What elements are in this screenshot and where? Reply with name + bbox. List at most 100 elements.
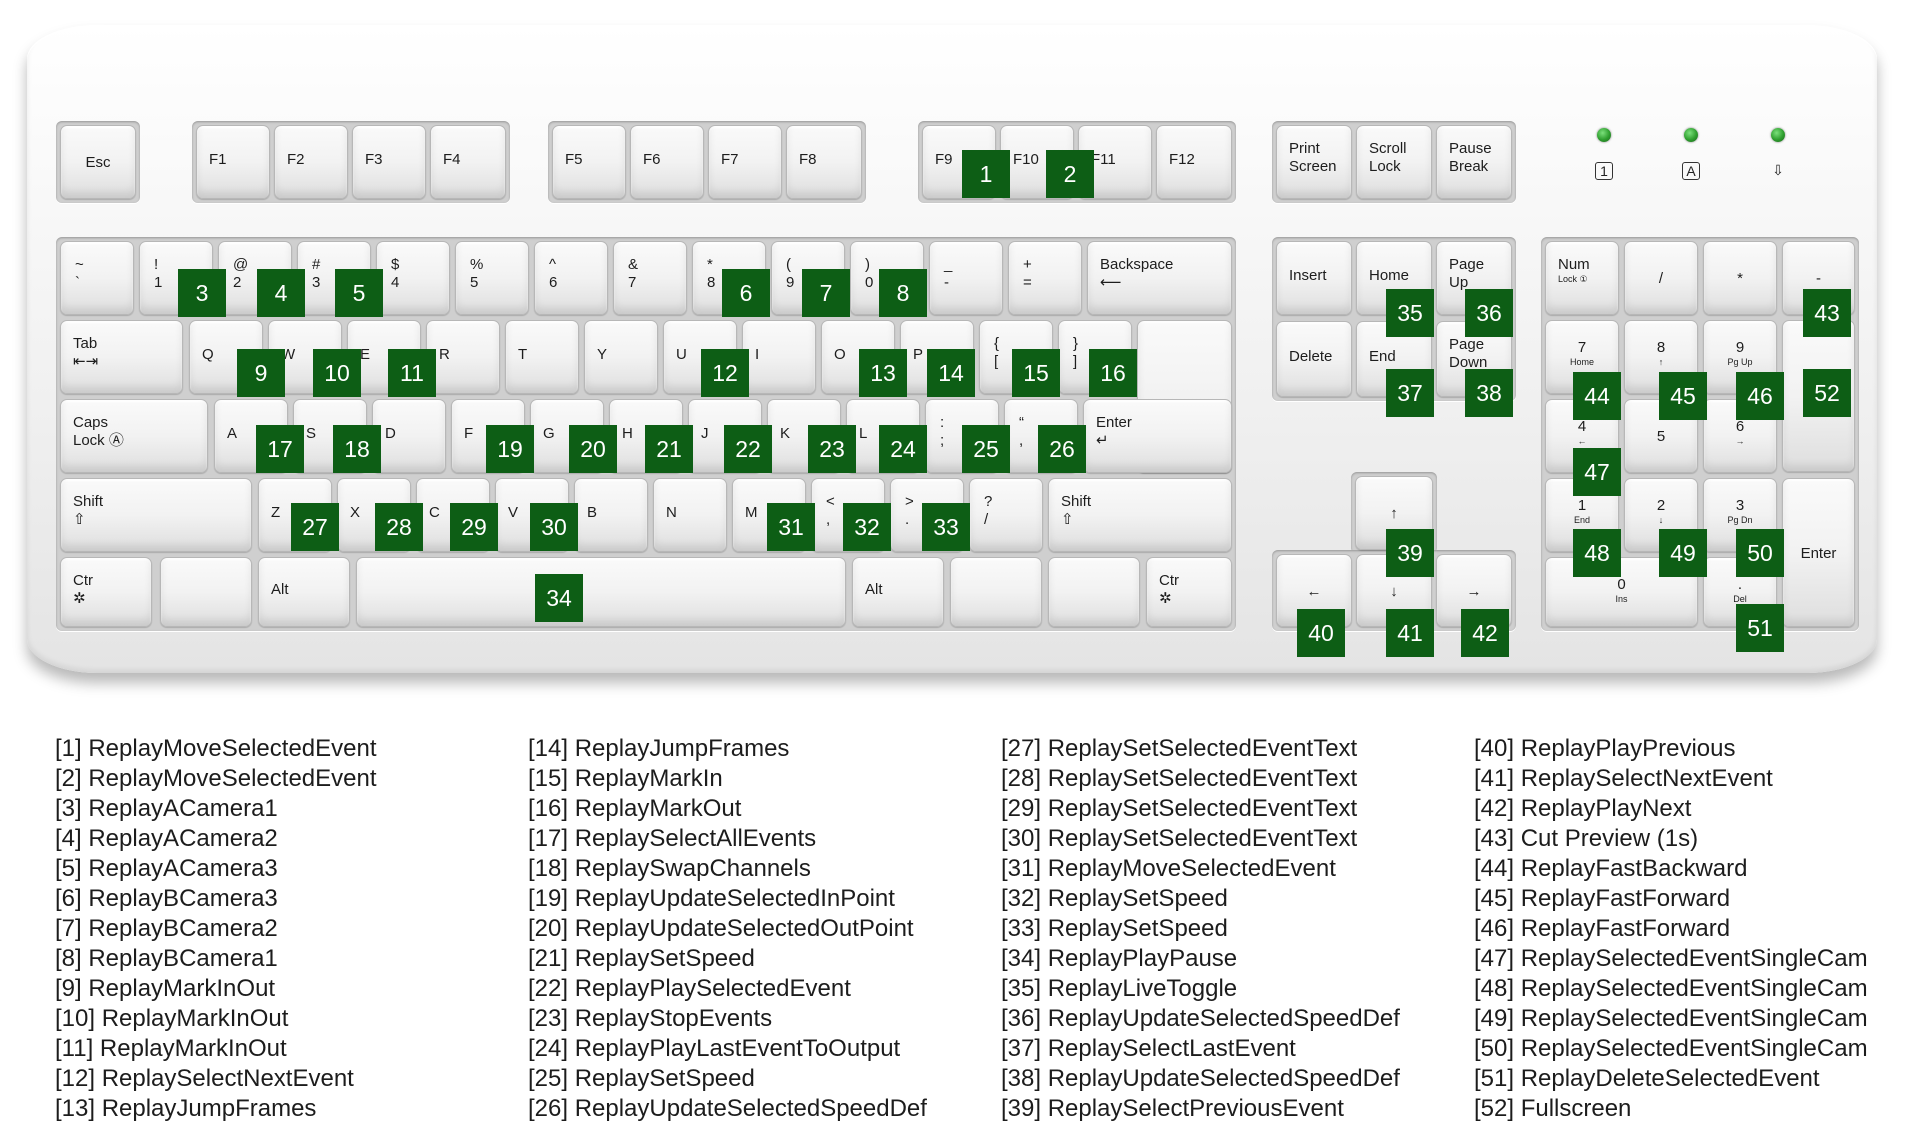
legend-column-2: [14] ReplayJumpFrames[15] ReplayMarkIn[1… [528, 734, 998, 1124]
key-num-star[interactable]: * [1703, 241, 1777, 315]
key-f7[interactable]: F7 [708, 125, 782, 199]
key-label: . [905, 511, 910, 528]
key-label: ) [865, 256, 870, 273]
key-tab[interactable]: Tab⇤⇥ [60, 320, 183, 394]
key-f6[interactable]: F6 [630, 125, 704, 199]
key-num-enter[interactable]: Enter [1782, 478, 1855, 627]
key-label: “ [1019, 414, 1024, 431]
legend-item: [52] Fullscreen [1474, 1095, 1632, 1122]
key-b[interactable]: B [574, 478, 648, 552]
key-label: ↑ [1390, 505, 1398, 522]
key-label: + [1023, 256, 1032, 273]
legend-item: [43] Cut Preview (1s) [1474, 825, 1699, 852]
key-ctrl-right[interactable]: Ctr✲ [1146, 557, 1232, 627]
legend-column-3: [27] ReplaySetSelectedEventText[28] Repl… [1001, 734, 1471, 1124]
key-minus[interactable]: _- [929, 241, 1003, 315]
key-shift-right[interactable]: Shift⇧ [1048, 478, 1232, 552]
key-5[interactable]: %5 [455, 241, 529, 315]
shortcut-marker-46: 46 [1736, 372, 1784, 420]
key-6[interactable]: ^6 [534, 241, 608, 315]
shortcut-marker-40: 40 [1297, 609, 1345, 657]
key-label: End [1369, 348, 1396, 365]
shortcut-marker-5: 5 [335, 269, 383, 317]
key-label: 2 [1656, 497, 1666, 514]
legend-item: [11] ReplayMarkInOut [55, 1035, 287, 1062]
key-label: . [1737, 576, 1743, 593]
shortcut-marker-21: 21 [645, 425, 693, 473]
key-esc[interactable]: Esc [60, 125, 136, 199]
shortcut-marker-45: 45 [1659, 372, 1707, 420]
key-slash[interactable]: ?/ [969, 478, 1043, 552]
key-label: E [360, 346, 371, 363]
key-4[interactable]: $4 [376, 241, 450, 315]
key-win-right[interactable] [950, 557, 1042, 627]
key-equals[interactable]: += [1008, 241, 1082, 315]
key-f2[interactable]: F2 [274, 125, 348, 199]
key-space[interactable] [356, 557, 846, 627]
key-label: ] [1073, 353, 1078, 370]
key-label: F4 [443, 151, 461, 168]
key-insert[interactable]: Insert [1276, 241, 1352, 315]
key-y[interactable]: Y [584, 320, 658, 394]
key-f8[interactable]: F8 [786, 125, 862, 199]
legend-item: [47] ReplaySelectedEventSingleCam [1474, 945, 1868, 972]
shortcut-marker-11: 11 [388, 349, 436, 397]
key-label: 3 [1735, 497, 1745, 514]
key-ctrl-left[interactable]: Ctr✲ [60, 557, 152, 627]
key-r[interactable]: R [426, 320, 500, 394]
legend-item: [4] ReplayACamera2 [55, 825, 278, 852]
key-num-slash[interactable]: / [1624, 241, 1698, 315]
key-win-left[interactable] [160, 557, 252, 627]
key-alt-left[interactable]: Alt [258, 557, 350, 627]
key-label: F9 [935, 151, 953, 168]
key-label: Home [1369, 267, 1410, 284]
key-i[interactable]: I [742, 320, 816, 394]
key-f4[interactable]: F4 [430, 125, 506, 199]
key-f1[interactable]: F1 [196, 125, 270, 199]
key-n[interactable]: N [653, 478, 727, 552]
key-label: F7 [721, 151, 739, 168]
key-menu[interactable] [1048, 557, 1140, 627]
shortcut-marker-13: 13 [859, 349, 907, 397]
legend-item: [51] ReplayDeleteSelectedEvent [1474, 1065, 1820, 1092]
key-label: 8 [1656, 339, 1666, 356]
key-label: Y [597, 346, 608, 363]
key-label: Pg Up [1727, 357, 1753, 367]
key-t[interactable]: T [505, 320, 579, 394]
key-shift-left[interactable]: Shift⇧ [60, 478, 252, 552]
legend-item: [5] ReplayACamera3 [55, 855, 278, 882]
key-o[interactable]: O [821, 320, 895, 394]
key-alt-right[interactable]: Alt [852, 557, 944, 627]
shortcut-marker-38: 38 [1465, 369, 1513, 417]
key-delete[interactable]: Delete [1276, 321, 1352, 397]
led-num-lock [1597, 128, 1611, 142]
key-label: O [834, 346, 846, 363]
legend-item: [19] ReplayUpdateSelectedInPoint [528, 885, 895, 912]
key-label: Print [1289, 140, 1320, 157]
key-backtick[interactable]: ~` [60, 241, 134, 315]
key-7[interactable]: &7 [613, 241, 687, 315]
legend-item: [30] ReplaySetSelectedEventText [1001, 825, 1358, 852]
key-f5[interactable]: F5 [552, 125, 626, 199]
key-d[interactable]: D [372, 399, 446, 473]
shortcut-marker-36: 36 [1465, 289, 1513, 337]
key-label: ✲ [1159, 590, 1172, 607]
key-f12[interactable]: F12 [1156, 125, 1232, 199]
key-enter-label[interactable]: Enter↵ [1083, 399, 1232, 473]
legend-item: [10] ReplayMarkInOut [55, 1005, 289, 1032]
shortcut-marker-17: 17 [256, 425, 304, 473]
legend-item: [29] ReplaySetSelectedEventText [1001, 795, 1358, 822]
key-label: 1 [1577, 497, 1587, 514]
key-backspace[interactable]: Backspace⟵ [1087, 241, 1232, 315]
key-label: 7 [628, 274, 637, 291]
key-label: T [518, 346, 528, 363]
legend-column-4: [40] ReplayPlayPrevious[41] ReplaySelect… [1474, 734, 1920, 1124]
key-f3[interactable]: F3 [352, 125, 426, 199]
key-label: / [984, 511, 989, 528]
shortcut-marker-39: 39 [1386, 529, 1434, 577]
